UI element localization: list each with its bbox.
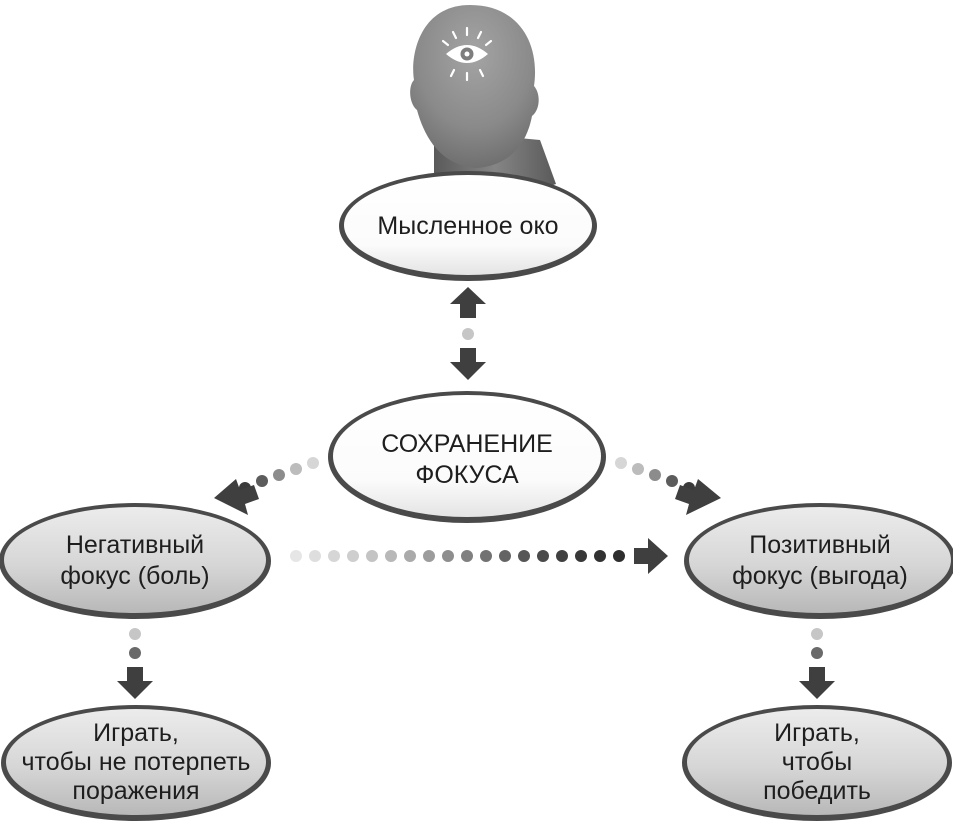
node-focus: СОХРАНЕНИЕ ФОКУСА: [328, 391, 606, 523]
negative-label-line2: фокус (боль): [60, 562, 209, 590]
node-mind-eye: Мысленное око: [339, 171, 597, 281]
play-not-lose-line3: поражения: [72, 777, 199, 805]
positive-label-line1: Позитивный: [749, 531, 890, 559]
play-win-line2: чтобы: [782, 748, 852, 776]
node-play-win: Играть, чтобы победить: [682, 705, 952, 821]
play-not-lose-line1: Играть,: [93, 719, 179, 747]
double-arrow: [450, 287, 486, 380]
play-win-line1: Играть,: [774, 719, 860, 747]
play-win-line3: победить: [763, 777, 871, 805]
dotted-arrow-negative-to-positive: [290, 538, 668, 574]
dotted-arrow-positive-down: [799, 628, 835, 699]
focus-label-line2: ФОКУСА: [415, 461, 519, 489]
node-play-not-lose: Играть, чтобы не потерпеть поражения: [1, 705, 271, 821]
node-negative: Негативный фокус (боль): [0, 503, 271, 619]
dotted-arrow-to-positive: [615, 457, 721, 515]
eye-icon: [441, 26, 493, 82]
dotted-arrow-negative-down: [117, 628, 153, 699]
positive-label-line2: фокус (выгода): [732, 562, 908, 590]
play-not-lose-line2: чтобы не потерпеть: [22, 748, 251, 776]
negative-label-line1: Негативный: [66, 531, 204, 559]
dotted-arrow-to-negative: [214, 457, 319, 515]
node-positive: Позитивный фокус (выгода): [684, 503, 953, 619]
head-icon: [410, 5, 556, 195]
mind-eye-label: Мысленное око: [377, 212, 558, 240]
focus-label-line1: СОХРАНЕНИЕ: [381, 430, 553, 458]
